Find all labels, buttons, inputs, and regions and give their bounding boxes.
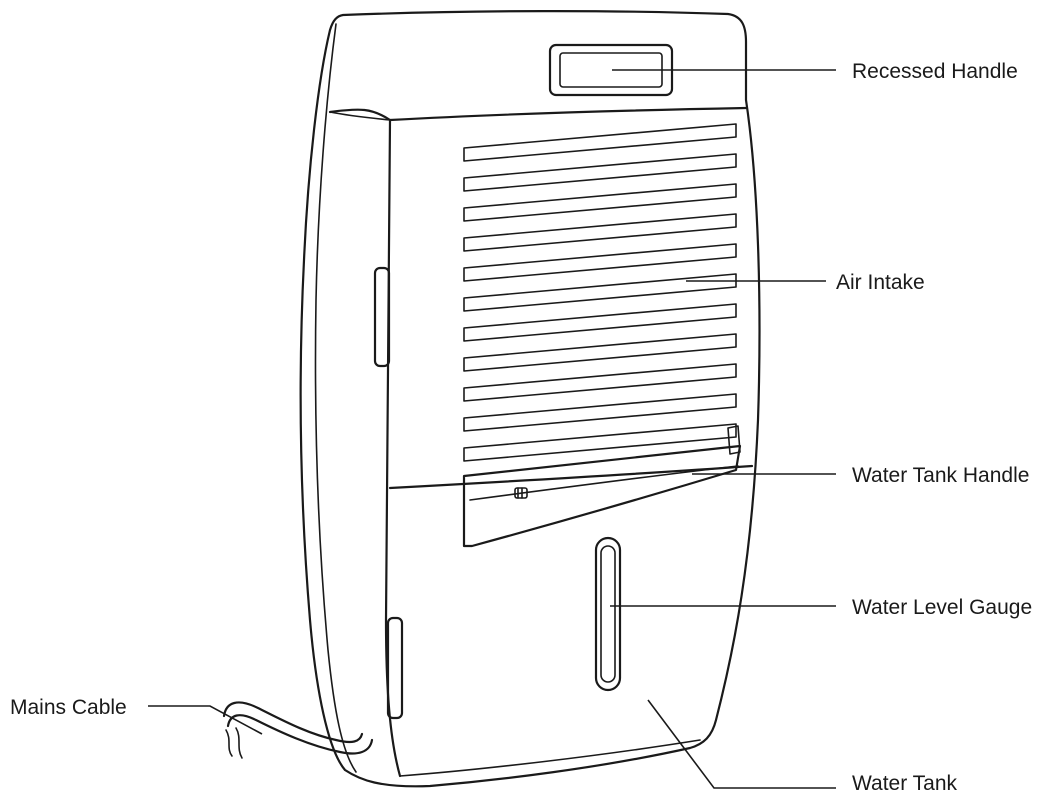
- upper-side-grip: [373, 266, 391, 368]
- label-recessed-handle: Recessed Handle: [852, 60, 1018, 83]
- water-tank-seam: [388, 464, 754, 490]
- front-panel-left-edge: [384, 118, 402, 778]
- label-mains-cable: Mains Cable: [10, 696, 127, 719]
- leader-water-tank: [647, 699, 836, 789]
- water-tank-handle-lip: [469, 465, 739, 501]
- leader-mains-cable: [148, 705, 263, 735]
- lower-side-grip: [386, 616, 404, 720]
- mains-cable: [222, 701, 374, 759]
- water-level-gauge-inner: [600, 545, 616, 683]
- side-panel-edge: [314, 23, 357, 773]
- top-cap-edge: [328, 106, 748, 122]
- water-level-gauge: [594, 536, 622, 692]
- air-intake-grille: [463, 123, 737, 462]
- base-edge: [399, 739, 701, 777]
- label-air-intake: Air Intake: [836, 271, 925, 294]
- tank-release-icon: [514, 487, 528, 499]
- side-panel-top: [329, 111, 391, 121]
- unit-body-outline: [299, 10, 761, 788]
- label-water-tank-handle: Water Tank Handle: [852, 464, 1029, 487]
- grille-side-clip: [727, 425, 741, 455]
- label-water-level-gauge: Water Level Gauge: [852, 596, 1032, 619]
- label-water-tank: Water Tank: [852, 772, 958, 795]
